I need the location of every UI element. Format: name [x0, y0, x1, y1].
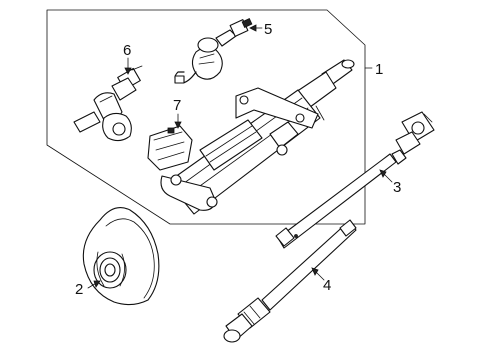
callout-4: 4 — [323, 277, 331, 294]
callout-3: 3 — [393, 179, 401, 196]
part-6-sensor — [73, 65, 143, 142]
callout-7: 7 — [173, 97, 181, 114]
callout-1: 1 — [375, 61, 383, 78]
callout-6: 6 — [123, 42, 131, 59]
assembly-group-border — [46, 9, 366, 225]
part-7-module — [147, 125, 193, 171]
part-2-cover — [82, 207, 160, 306]
callout-5: 5 — [264, 21, 272, 38]
callout-2: 2 — [75, 281, 83, 298]
part-4-lower-shaft — [223, 219, 357, 343]
part-1-steering-column — [160, 59, 355, 215]
part-3-intermediate-shaft — [275, 111, 435, 249]
part-5-switch — [174, 18, 253, 84]
